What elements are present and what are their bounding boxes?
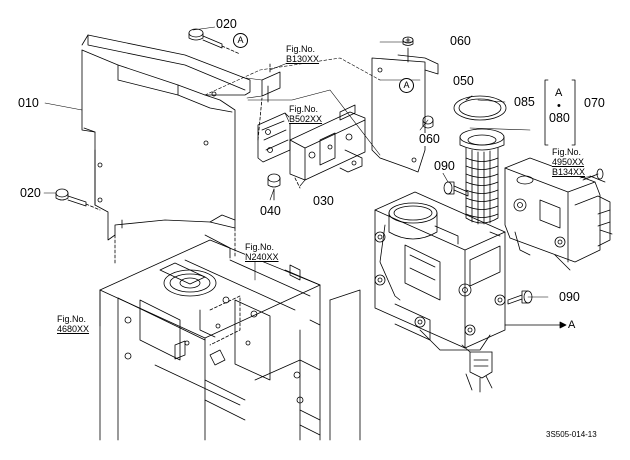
housing-drawing (374, 191, 506, 393)
part-label-040: 040 (259, 204, 282, 218)
part-label-070: 070 (583, 96, 606, 110)
screw-060-lower-drawing (422, 115, 434, 129)
fig-ref-b502: Fig.No. B502XX (289, 104, 323, 124)
marker-a-bracket-letter: A (555, 87, 563, 99)
part-label-090-lower: 090 (558, 290, 581, 304)
fig-ref-4950-number: 4950XX (552, 157, 585, 167)
bolt-090-upper-drawing (443, 181, 469, 197)
part-label-020-left: 020 (19, 186, 42, 200)
fig-ref-4680: Fig.No. 4680XX (57, 314, 90, 334)
part-label-020-top: 020 (215, 17, 238, 31)
bolt-020-top-drawing (188, 28, 241, 55)
fig-ref-n240-prefix: Fig.No. (245, 242, 275, 252)
valve-assembly-drawing (504, 157, 613, 271)
filter-080-drawing (459, 128, 505, 225)
screw-060-top-drawing (402, 36, 414, 46)
valve-bolt-drawing (582, 168, 604, 181)
leader-lines (43, 23, 595, 327)
part-label-060-lower: 060 (418, 132, 441, 146)
part-label-030: 030 (312, 194, 335, 208)
marker-a-circle-bracket: A (399, 78, 414, 93)
gasket-085-drawing (453, 95, 507, 121)
fig-ref-4680-prefix: Fig.No. (57, 314, 87, 324)
fig-ref-b130-number: B130XX (286, 54, 320, 64)
part-label-060-top: 060 (449, 34, 472, 48)
bolt-020-left-drawing (55, 188, 101, 211)
fig-ref-b502-prefix: Fig.No. (289, 104, 319, 114)
frame-drawing (99, 234, 361, 441)
fig-ref-b134-number: B134XX (552, 167, 586, 177)
fig-ref-4950: Fig.No. 4950XX B134XX (552, 147, 586, 177)
fig-ref-b130: Fig.No. B130XX (286, 44, 320, 64)
arrow-a-drawing (504, 321, 567, 329)
bolt-040-drawing (267, 173, 281, 201)
marker-a-circle-top: A (233, 33, 248, 48)
marker-a-bracket-dot: • (557, 100, 561, 112)
marker-a-arrow: A (568, 319, 576, 331)
fig-ref-b130-prefix: Fig.No. (286, 44, 316, 54)
fig-ref-4950-prefix: Fig.No. (552, 147, 582, 157)
cover-010-drawing (81, 34, 251, 241)
drawing-code: 3S505-014-13 (546, 430, 597, 439)
part-label-050: 050 (452, 74, 475, 88)
fig-ref-b502-number: B502XX (289, 114, 323, 124)
part-label-010: 010 (17, 96, 40, 110)
bracket-030-drawing (257, 61, 366, 189)
part-label-085: 085 (513, 95, 536, 109)
fig-ref-n240: Fig.No. N240XX (245, 242, 279, 262)
part-label-090-upper: 090 (433, 159, 456, 173)
fig-ref-4680-number: 4680XX (57, 324, 90, 334)
part-label-080: 080 (548, 111, 571, 125)
bracket-070-drawing (544, 79, 576, 146)
bolt-090-lower-drawing (507, 290, 533, 305)
fig-ref-n240-number: N240XX (245, 252, 279, 262)
plate-050-drawing (371, 47, 439, 173)
